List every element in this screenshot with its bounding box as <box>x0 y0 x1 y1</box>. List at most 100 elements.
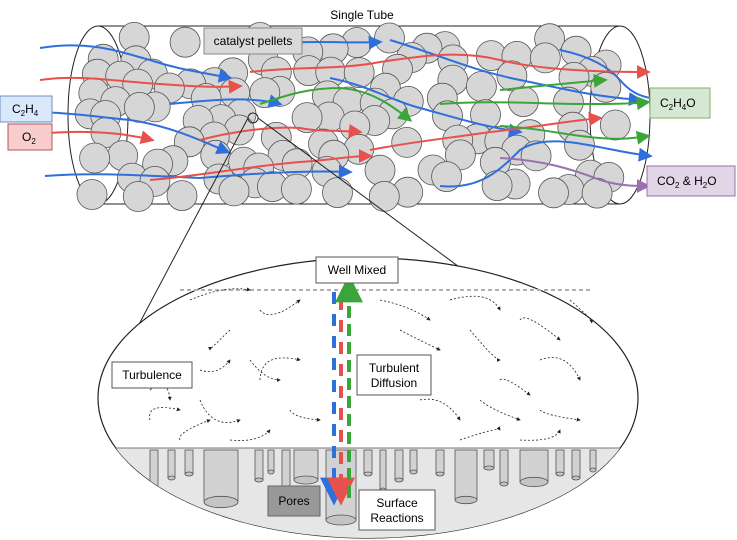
turbulence-eddies <box>149 287 594 441</box>
oxygen-stream <box>39 76 243 94</box>
eddy <box>479 399 521 421</box>
catalyst-pellet <box>79 142 110 174</box>
catalyst-pellet <box>520 140 552 172</box>
eddy <box>259 299 301 316</box>
product-stream <box>439 96 651 111</box>
catalyst-pellet <box>599 109 631 141</box>
pore <box>184 449 194 477</box>
pore <box>379 449 387 493</box>
eddy <box>199 399 241 423</box>
pore <box>519 449 549 488</box>
pore <box>435 449 445 477</box>
product-stream <box>499 73 608 91</box>
eddy <box>539 409 581 422</box>
pores-label: Pores <box>267 485 321 517</box>
eddy <box>539 357 581 381</box>
svg-text:Surface: Surface <box>376 496 418 510</box>
flow-streams <box>0 35 653 193</box>
catalyst-pellet <box>496 60 528 92</box>
catalyst-pellet <box>431 161 463 193</box>
pore <box>483 449 495 471</box>
eddy <box>459 426 501 441</box>
eddy <box>379 299 431 321</box>
svg-text:CO2 & H2O: CO2 & H2O <box>657 174 717 190</box>
svg-text:Well Mixed: Well Mixed <box>328 263 386 277</box>
eddy <box>519 317 561 341</box>
eddy <box>399 329 441 351</box>
pore <box>394 449 404 483</box>
eddy <box>289 409 321 422</box>
turbulent-diffusion-label: Turbulent Diffusion <box>356 354 432 396</box>
ethylene-stream <box>439 140 653 188</box>
byproduct-stream <box>499 157 651 193</box>
eddy <box>249 359 281 382</box>
catalyst-pellet <box>169 26 201 58</box>
eddy <box>499 378 531 396</box>
product-stream <box>499 125 651 145</box>
catalyst-pellets <box>74 22 631 212</box>
catalyst-pellet <box>291 102 323 133</box>
catalyst-pellet <box>368 180 400 212</box>
eddy <box>208 329 231 351</box>
pore <box>589 449 597 473</box>
svg-text:Diffusion: Diffusion <box>371 376 417 390</box>
ethylene-stream <box>39 44 233 83</box>
eddy <box>259 357 301 381</box>
eddy <box>199 359 231 373</box>
pore <box>571 449 581 481</box>
ethylene-stream <box>559 49 651 99</box>
pore <box>254 449 264 483</box>
catalyst-pellet <box>280 173 312 205</box>
pore <box>167 449 176 481</box>
eddy <box>149 407 181 421</box>
o2-label: O2 <box>7 123 53 151</box>
ethylene-stream <box>329 77 523 138</box>
ethylene-stream <box>44 164 353 180</box>
oxygen-stream <box>199 123 363 141</box>
pore <box>409 449 418 475</box>
ethylene-stream <box>169 94 283 108</box>
svg-text:catalyst pellets: catalyst pellets <box>214 34 293 48</box>
catalyst-pellet <box>122 181 154 212</box>
eddy <box>449 295 501 311</box>
pore <box>293 449 319 485</box>
oxygen-stream <box>369 112 603 151</box>
catalyst-pellet <box>166 180 198 212</box>
catalyst-pellet <box>538 177 569 209</box>
eddy <box>519 429 561 441</box>
co2-h2o-label: CO2 & H2O <box>646 165 736 197</box>
eddy <box>229 429 271 441</box>
eddy <box>569 299 594 324</box>
catalyst-pellet <box>529 42 561 74</box>
svg-text:Reactions: Reactions <box>370 511 423 525</box>
catalyst-pellet <box>364 154 396 186</box>
svg-text:C2H4O: C2H4O <box>660 96 696 112</box>
pore-cylinders <box>149 449 597 526</box>
catalyst-pellet <box>76 179 108 210</box>
catalyst-pellet <box>218 175 250 207</box>
svg-text:Turbulent: Turbulent <box>369 361 420 375</box>
svg-text:Turbulence: Turbulence <box>122 368 182 382</box>
ethylene-stream <box>389 39 643 107</box>
pore <box>454 449 478 505</box>
eddy <box>149 384 172 401</box>
oxygen-stream <box>149 149 373 181</box>
c2h4o-label: C2H4O <box>649 87 711 119</box>
pore <box>267 449 275 475</box>
turbulence-label: Turbulence <box>111 361 193 389</box>
c2h4-label: C2H4 <box>0 95 53 123</box>
svg-text:C2H4: C2H4 <box>12 102 39 118</box>
catalyst-pellet <box>123 92 155 123</box>
pore <box>499 449 509 487</box>
diagram-title: Single Tube <box>330 8 394 22</box>
eddy <box>189 287 251 301</box>
catalyst-pellet <box>481 170 513 202</box>
eddy <box>179 419 211 441</box>
pore <box>203 449 239 509</box>
well-mixed-label: Well Mixed <box>315 256 399 284</box>
catalyst-pellets-label: catalyst pellets <box>203 27 303 55</box>
oxygen-stream <box>249 53 651 79</box>
svg-text:O2: O2 <box>22 130 36 146</box>
catalyst-pellet <box>322 177 353 209</box>
